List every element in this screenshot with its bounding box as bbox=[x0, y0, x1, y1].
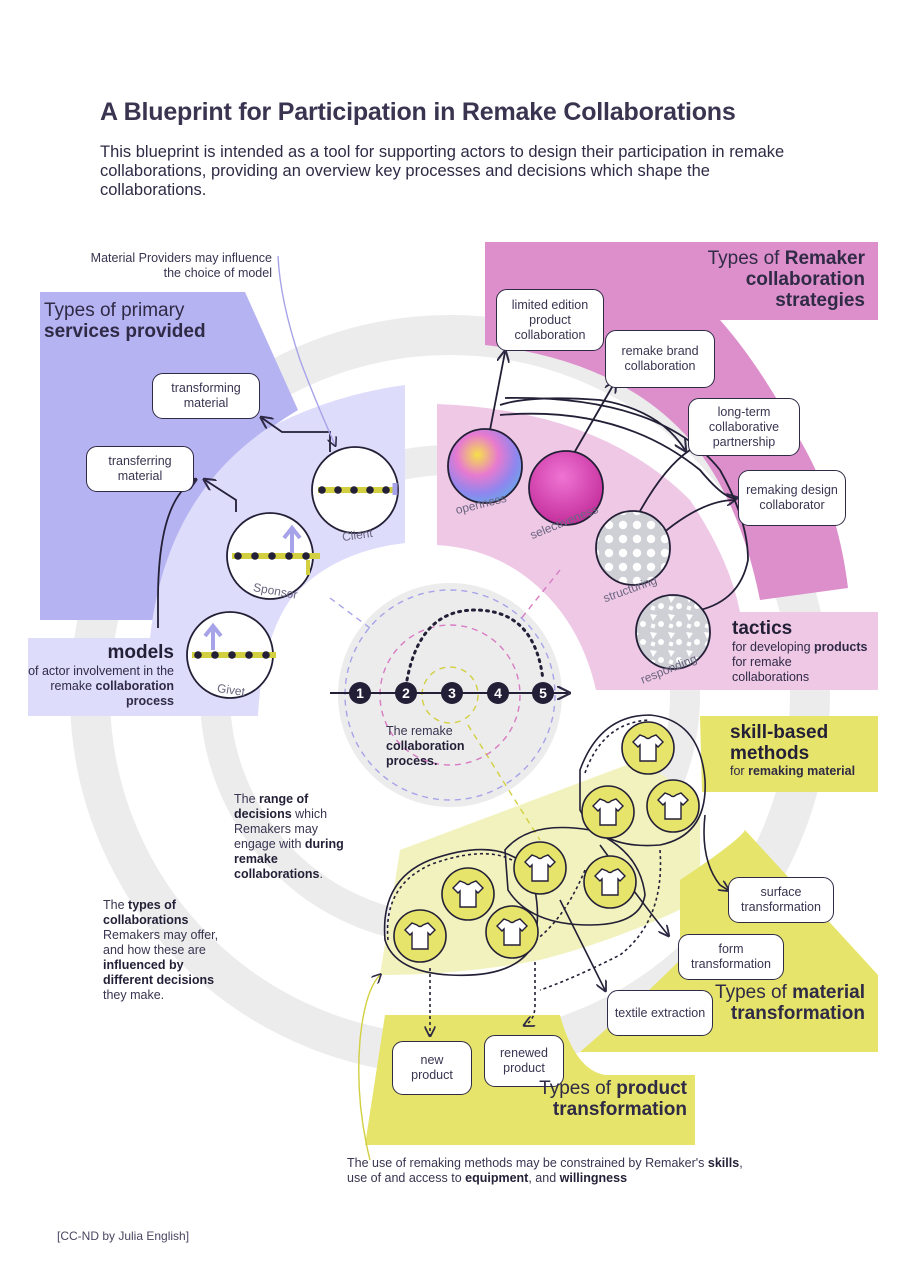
process-step-label: 1 bbox=[356, 685, 364, 701]
box-new-product: new product bbox=[392, 1041, 472, 1095]
constraint-note: The use of remaking methods may be const… bbox=[347, 1156, 743, 1185]
method-circle bbox=[513, 841, 567, 895]
range-of-decisions-note: The range of decisions which Remakers ma… bbox=[234, 792, 344, 881]
method-clusters bbox=[383, 714, 706, 977]
shirt-icon bbox=[452, 880, 484, 908]
method-circle bbox=[485, 905, 539, 959]
box-remaking-design-collaborator: remaking design collaborator bbox=[738, 470, 846, 526]
box-remake-brand: remake brand collaboration bbox=[605, 330, 715, 388]
box-long-term-partnership: long-term collaborative partnership bbox=[688, 398, 800, 456]
services-title: Types of primary services provided bbox=[44, 300, 206, 342]
process-step-5: 5 bbox=[532, 682, 554, 704]
box-surface-transformation: surface transformation bbox=[728, 877, 834, 923]
shirt-icon bbox=[404, 922, 436, 950]
shirt-icon bbox=[632, 734, 664, 762]
method-circle bbox=[441, 867, 495, 921]
box-transferring-material: transferring material bbox=[86, 446, 194, 492]
process-step-3: 3 bbox=[441, 682, 463, 704]
dashed-connectors bbox=[329, 569, 561, 841]
shirt-icon bbox=[594, 868, 626, 896]
material-transformation-title: Types of material transformation bbox=[715, 982, 865, 1024]
intro-text: This blueprint is intended as a tool for… bbox=[100, 143, 785, 199]
models-label: models of actor involvement in the remak… bbox=[28, 642, 174, 708]
credit: [CC-ND by Julia English] bbox=[57, 1229, 190, 1243]
skills-label: skill-based methods for remaking materia… bbox=[730, 722, 856, 778]
shirt-icon bbox=[496, 918, 528, 946]
box-transforming-material: transforming material bbox=[152, 373, 260, 419]
process-step-label: 4 bbox=[494, 685, 502, 701]
box-renewed-product: renewed product bbox=[484, 1035, 564, 1087]
givet-circle bbox=[186, 611, 276, 699]
process-step-label: 2 bbox=[402, 685, 410, 701]
tactics-label: tactics for developing products for rema… bbox=[732, 618, 868, 684]
shirt-icon bbox=[592, 798, 624, 826]
process-step-label: 3 bbox=[448, 685, 456, 701]
shirt-icon bbox=[657, 792, 689, 820]
product-transformation-title: Types of product transformation bbox=[539, 1078, 687, 1120]
method-circle bbox=[393, 909, 447, 963]
tactic-circles bbox=[447, 428, 711, 670]
method-circle bbox=[583, 855, 637, 909]
shirt-icon bbox=[524, 854, 556, 882]
method-circle bbox=[621, 721, 675, 775]
selectiveness-circle bbox=[528, 450, 604, 526]
material-providers-note: Material Providers may influence the cho… bbox=[90, 251, 272, 280]
method-circle bbox=[581, 785, 635, 839]
skills-band bbox=[700, 716, 878, 792]
box-textile-extraction: textile extraction bbox=[607, 990, 713, 1036]
sponsor-circle bbox=[226, 512, 320, 600]
strategies-title: Types of Remaker collaboration strategie… bbox=[707, 248, 865, 311]
types-of-collaborations-note: The types of collaborations Remakers may… bbox=[103, 898, 219, 1002]
process-step-2: 2 bbox=[395, 682, 417, 704]
responding-circle bbox=[635, 594, 711, 670]
models-band bbox=[28, 385, 405, 716]
process-step-1: 1 bbox=[349, 682, 371, 704]
method-circle bbox=[646, 779, 700, 833]
process-step-4: 4 bbox=[487, 682, 509, 704]
structuring-circle bbox=[595, 510, 671, 586]
openness-circle bbox=[447, 428, 523, 504]
model-circles bbox=[186, 446, 399, 699]
process-step-label: 5 bbox=[539, 685, 547, 701]
page-title: A Blueprint for Participation in Remake … bbox=[100, 98, 736, 126]
box-limited-edition: limited edition product collaboration bbox=[496, 289, 604, 351]
client-circle bbox=[311, 446, 399, 534]
box-form-transformation: form transformation bbox=[678, 934, 784, 980]
